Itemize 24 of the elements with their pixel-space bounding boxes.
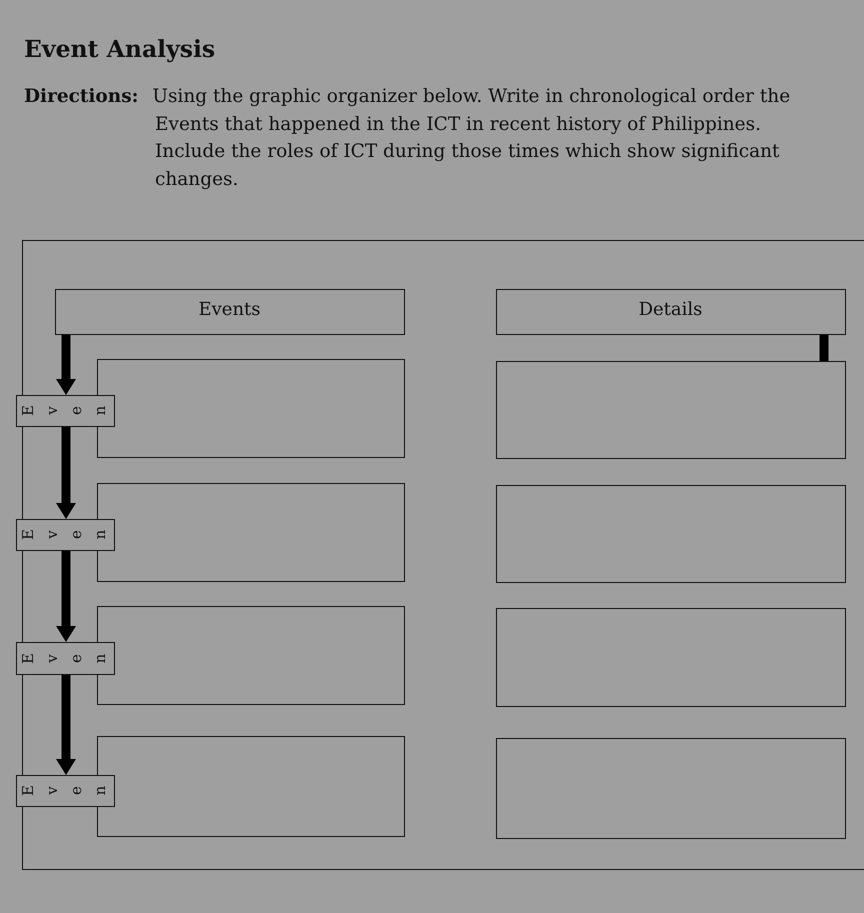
header-box [54, 288, 404, 334]
directions-text: Directions: Using the graphic organizer below. Write in chronological order the Events that happened in the ICT in recent history of Philippines. Include the roles of ICT during those times which show significant changes. [24, 85, 792, 192]
label-box [16, 519, 115, 551]
answer-box [496, 608, 846, 706]
answer-box [496, 360, 846, 458]
organizer-frame [22, 240, 864, 870]
arrow [56, 675, 76, 775]
arrow [56, 551, 76, 642]
column-heading: Events [198, 298, 261, 322]
label-box [16, 775, 115, 807]
page-title: Event Analysis [24, 34, 216, 64]
column-heading: Details [638, 298, 702, 322]
rotated-label: Even [19, 528, 116, 542]
header-box [496, 288, 846, 334]
rotated-label: Even [19, 651, 116, 666]
rotated-label: Even [19, 784, 116, 798]
arrow [56, 335, 76, 395]
answer-box [496, 738, 846, 838]
arrow [56, 427, 76, 519]
label-box [16, 395, 115, 427]
answer-box [496, 484, 846, 582]
rotated-label: Even [19, 404, 116, 418]
label-box [16, 642, 115, 675]
connector-bar [820, 335, 828, 361]
